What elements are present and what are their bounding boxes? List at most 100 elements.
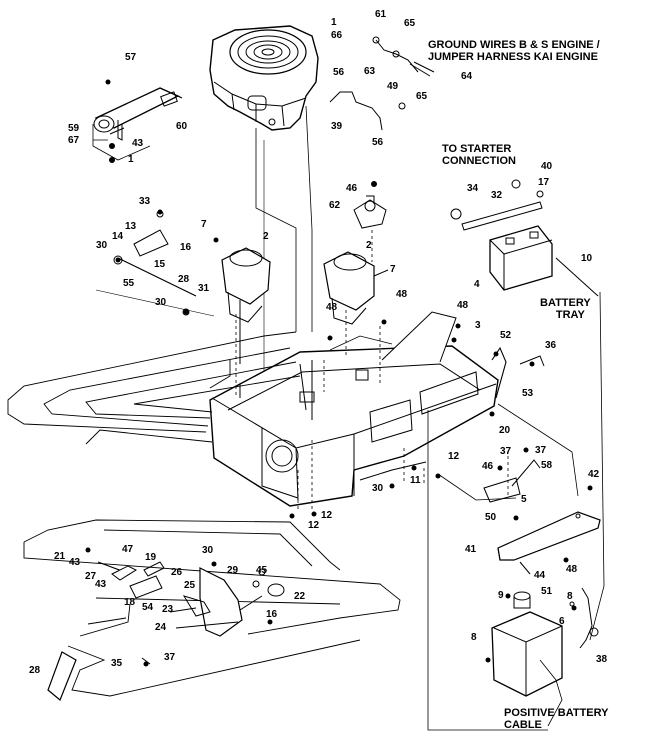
callout: 43	[132, 138, 144, 149]
callout: 32	[491, 190, 503, 201]
callout: 15	[154, 259, 166, 270]
callout: 37	[500, 446, 512, 457]
callout: 30	[202, 545, 214, 556]
callout: 61	[375, 9, 387, 20]
callout: 26	[171, 567, 183, 578]
callout: 16	[180, 242, 192, 253]
callout: 43	[69, 557, 81, 568]
callout: 63	[364, 66, 376, 77]
drive-belt-paths	[7, 331, 301, 445]
callout: 22	[294, 591, 306, 602]
callout: 28	[29, 665, 41, 676]
callout: 28	[178, 274, 190, 285]
callout: 56	[333, 67, 345, 78]
main-frame	[209, 311, 545, 507]
callout: 14	[112, 231, 124, 242]
callout: 33	[139, 196, 151, 207]
callout: 53	[522, 388, 534, 399]
callout: 48	[396, 289, 408, 300]
callout: 8	[567, 591, 573, 602]
caption-to-starter: TO STARTER CONNECTION	[442, 143, 516, 167]
callout: 45	[256, 565, 268, 576]
callout: 18	[124, 597, 136, 608]
callout: 16	[266, 609, 278, 620]
callout: 51	[541, 586, 553, 597]
caption-battery-tray: BATTERY TRAY	[540, 297, 591, 321]
callout: 50	[485, 512, 497, 523]
callout: 10	[581, 253, 593, 264]
callout: 48	[326, 302, 338, 313]
callout: 3	[475, 320, 481, 331]
callout: 42	[588, 469, 600, 480]
callout: 65	[404, 18, 416, 29]
callout: 7	[390, 264, 396, 275]
callout: 48	[566, 564, 578, 575]
caption-positive-battery-cable: POSITIVE BATTERY CABLE	[504, 707, 609, 731]
callout: 41	[465, 544, 477, 555]
callout: 58	[541, 460, 553, 471]
callout: 5	[521, 494, 527, 505]
starter-solenoid	[353, 195, 387, 229]
callout: 30	[96, 240, 108, 251]
muffler	[93, 87, 183, 141]
callout: 54	[142, 602, 154, 613]
callout: 2	[366, 240, 372, 251]
pedal-linkage	[47, 561, 285, 701]
right-brackets	[483, 459, 601, 697]
callout: 55	[123, 278, 135, 289]
callout: 37	[164, 652, 176, 663]
callout: 59	[68, 123, 80, 134]
callout: 65	[416, 91, 428, 102]
callout: 67	[68, 135, 80, 146]
callout: 35	[111, 658, 123, 669]
callout: 13	[125, 221, 137, 232]
left-linkage	[95, 210, 215, 317]
callout: 1	[128, 154, 134, 165]
callout: 12	[321, 510, 333, 521]
left-hydraulic-pump	[221, 247, 271, 364]
callout: 4	[474, 279, 480, 290]
callout: 38	[596, 654, 608, 665]
callout: 7	[201, 219, 207, 230]
callout: 46	[346, 183, 358, 194]
callout: 60	[176, 121, 188, 132]
callout: 21	[54, 551, 66, 562]
callout: 49	[387, 81, 399, 92]
callout: 52	[500, 330, 512, 341]
callout: 31	[198, 283, 210, 294]
callout: 64	[461, 71, 473, 82]
callout: 37	[535, 445, 547, 456]
engine-illustration	[209, 25, 319, 131]
callout: 11	[410, 475, 421, 486]
caption-ground-wires: GROUND WIRES B & S ENGINE / JUMPER HARNE…	[428, 39, 600, 63]
callout: 36	[545, 340, 557, 351]
callout: 19	[145, 552, 157, 563]
battery-and-tray	[450, 179, 599, 297]
callout: 62	[329, 200, 341, 211]
callout: 12	[308, 520, 320, 531]
callout: 57	[125, 52, 137, 63]
callout: 23	[162, 604, 174, 615]
callout: 66	[331, 30, 343, 41]
callout: 20	[499, 425, 511, 436]
callout: 47	[122, 544, 134, 555]
callout: 2	[263, 231, 269, 242]
right-hydraulic-pump	[323, 251, 389, 325]
callout: 34	[467, 183, 479, 194]
callout: 25	[184, 580, 196, 591]
callout: 27	[85, 571, 97, 582]
callout: 1	[331, 17, 337, 28]
callout: 48	[457, 300, 469, 311]
callout: 9	[498, 590, 504, 601]
callout: 56	[372, 137, 384, 148]
callout: 43	[95, 579, 107, 590]
battery-cable	[427, 291, 605, 731]
callout: 8	[471, 632, 477, 643]
callout: 44	[534, 570, 546, 581]
lower-belt-paths	[23, 519, 401, 697]
callout: 39	[331, 121, 343, 132]
callout: 30	[372, 483, 384, 494]
callout: 12	[448, 451, 460, 462]
